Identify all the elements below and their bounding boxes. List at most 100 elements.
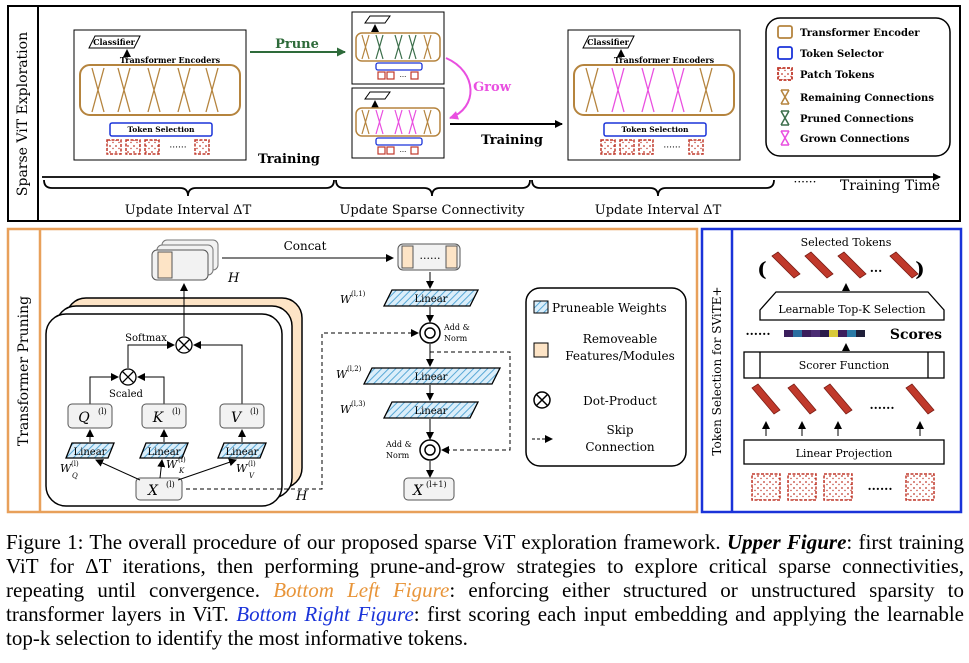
selected-token-bars [771, 251, 919, 279]
figure-svg: Sparse ViT Exploration Classifier Transf… [6, 5, 963, 514]
svg-text:V: V [249, 472, 255, 480]
softmax-label: Softmax [125, 333, 167, 344]
timeline: ······ Training Time Update Interval ΔT … [42, 173, 941, 218]
x-input: X [147, 483, 159, 499]
svg-text:(l): (l) [71, 460, 79, 468]
svg-text:······: ······ [869, 401, 894, 415]
scorer-label: Scorer Function [799, 359, 889, 372]
linear-projection-label: Linear Projection [796, 447, 893, 460]
svg-text:Norm: Norm [444, 334, 468, 343]
grow-label: Grow [473, 80, 512, 95]
top-legend: Transformer Encoder Token Selector Patch… [765, 17, 951, 157]
svg-text:Add &: Add & [385, 440, 412, 449]
legend-dot-product: Dot-Product [583, 394, 657, 408]
input-patches [751, 473, 935, 501]
svg-text:···: ··· [400, 148, 407, 156]
svg-text:(l,3): (l,3) [351, 400, 366, 408]
svg-text:······: ······ [663, 143, 680, 153]
model-grown: ··· [351, 87, 445, 159]
svg-text:(l,2): (l,2) [347, 365, 362, 373]
svg-text:W: W [236, 462, 249, 475]
svg-text:W: W [340, 293, 353, 306]
concat-label: Concat [284, 239, 327, 253]
bl-side-label: Transformer Pruning [16, 296, 32, 446]
svg-text:W: W [336, 368, 349, 381]
model-right: Classifier Transformer Encoders Token Se… [567, 29, 741, 161]
svg-text:Norm: Norm [386, 451, 410, 460]
svg-text:······: ······ [794, 175, 817, 189]
svg-text:(l): (l) [172, 407, 181, 416]
legend-transformer-encoder: Transformer Encoder [800, 28, 920, 39]
figure-caption: Figure 1: The overall procedure of our p… [6, 530, 964, 650]
svg-text:······: ······ [420, 252, 441, 265]
legend-grown: Grown Connections [800, 134, 910, 145]
training-time-label: Training Time [840, 178, 940, 194]
svg-text:(l): (l) [250, 407, 259, 416]
legend-removeable-2: Features/Modules [565, 349, 675, 363]
interval-1: Update Interval ΔT [125, 203, 252, 218]
svg-text:(l): (l) [166, 480, 175, 489]
concat-stack: H [151, 239, 240, 286]
model-left: Classifier Transformer Encoders Token Se… [73, 29, 247, 161]
legend-pruneable: Pruneable Weights [552, 301, 667, 315]
br-side-label: Token Selection for SViTE+ [710, 286, 724, 455]
svg-text:(: ( [757, 257, 766, 281]
training-label-left: Training [258, 152, 320, 167]
classifier-label-right: Classifier [587, 37, 630, 47]
interval-2: Update Sparse Connectivity [339, 203, 525, 218]
legend-skip-1: Skip [606, 423, 633, 437]
token-selection-right: Token Selection [622, 125, 689, 134]
svg-text:K: K [178, 467, 185, 475]
topk-label: Learnable Top-K Selection [778, 303, 925, 316]
svg-text:···: ··· [400, 73, 407, 81]
token-selection-left: Token Selection [128, 125, 195, 134]
svg-text:(l,1): (l,1) [351, 290, 366, 298]
svg-text:Linear: Linear [415, 406, 448, 417]
svg-text:H: H [227, 271, 240, 286]
encoders-label-right: Transformer Encoders [614, 55, 715, 65]
svg-text:······: ······ [745, 327, 770, 341]
svg-text:Q: Q [78, 410, 90, 426]
selected-tokens-label: Selected Tokens [801, 236, 892, 249]
qkv-linears: Linear Linear Linear [65, 442, 267, 459]
svg-text:Add &: Add & [443, 323, 470, 332]
svg-text:(l): (l) [248, 460, 256, 468]
prune-label: Prune [275, 37, 319, 52]
training-label-mid: Training [481, 133, 543, 148]
svg-text:······: ······ [169, 143, 186, 153]
bl-legend: Pruneable Weights Removeable Features/Mo… [525, 287, 687, 467]
svg-text:Linear: Linear [226, 447, 259, 458]
score-strip [784, 330, 865, 337]
top-panel-frame [7, 5, 961, 222]
svg-text:W: W [340, 403, 353, 416]
qkv-boxes: Q (l) K (l) V (l) [67, 403, 265, 429]
svg-text:······: ······ [867, 482, 892, 496]
legend-removeable-1: Removeable [583, 332, 657, 346]
top-side-label: Sparse ViT Exploration [15, 32, 31, 196]
legend-pruned: Pruned Connections [800, 114, 914, 125]
svg-text:Q: Q [72, 472, 78, 480]
classifier-label-left: Classifier [93, 37, 136, 47]
legend-patch-tokens: Patch Tokens [800, 70, 875, 81]
svg-text:Linear: Linear [148, 447, 181, 458]
svg-text:): ) [915, 257, 924, 281]
svg-text:W: W [60, 462, 73, 475]
scaled-label: Scaled [109, 389, 144, 400]
x-output: X [412, 483, 424, 499]
encoders-label-left: Transformer Encoders [120, 55, 221, 65]
legend-remaining: Remaining Connections [800, 93, 934, 104]
svg-text:K: K [152, 410, 165, 426]
svg-text:Linear: Linear [415, 294, 448, 305]
svg-text:(l): (l) [178, 456, 186, 464]
svg-text:V: V [231, 410, 243, 426]
svg-text:···: ··· [870, 264, 883, 278]
svg-text:(l): (l) [98, 407, 107, 416]
model-pruned: ··· [351, 11, 445, 85]
svg-text:Linear: Linear [74, 447, 107, 458]
bottom-left-frame [6, 227, 699, 514]
scores-label: Scores [890, 327, 942, 343]
svg-text:H: H [295, 489, 308, 504]
legend-skip-2: Connection [585, 440, 655, 454]
bottom-right-frame [700, 227, 963, 514]
svg-text:W: W [166, 458, 179, 471]
